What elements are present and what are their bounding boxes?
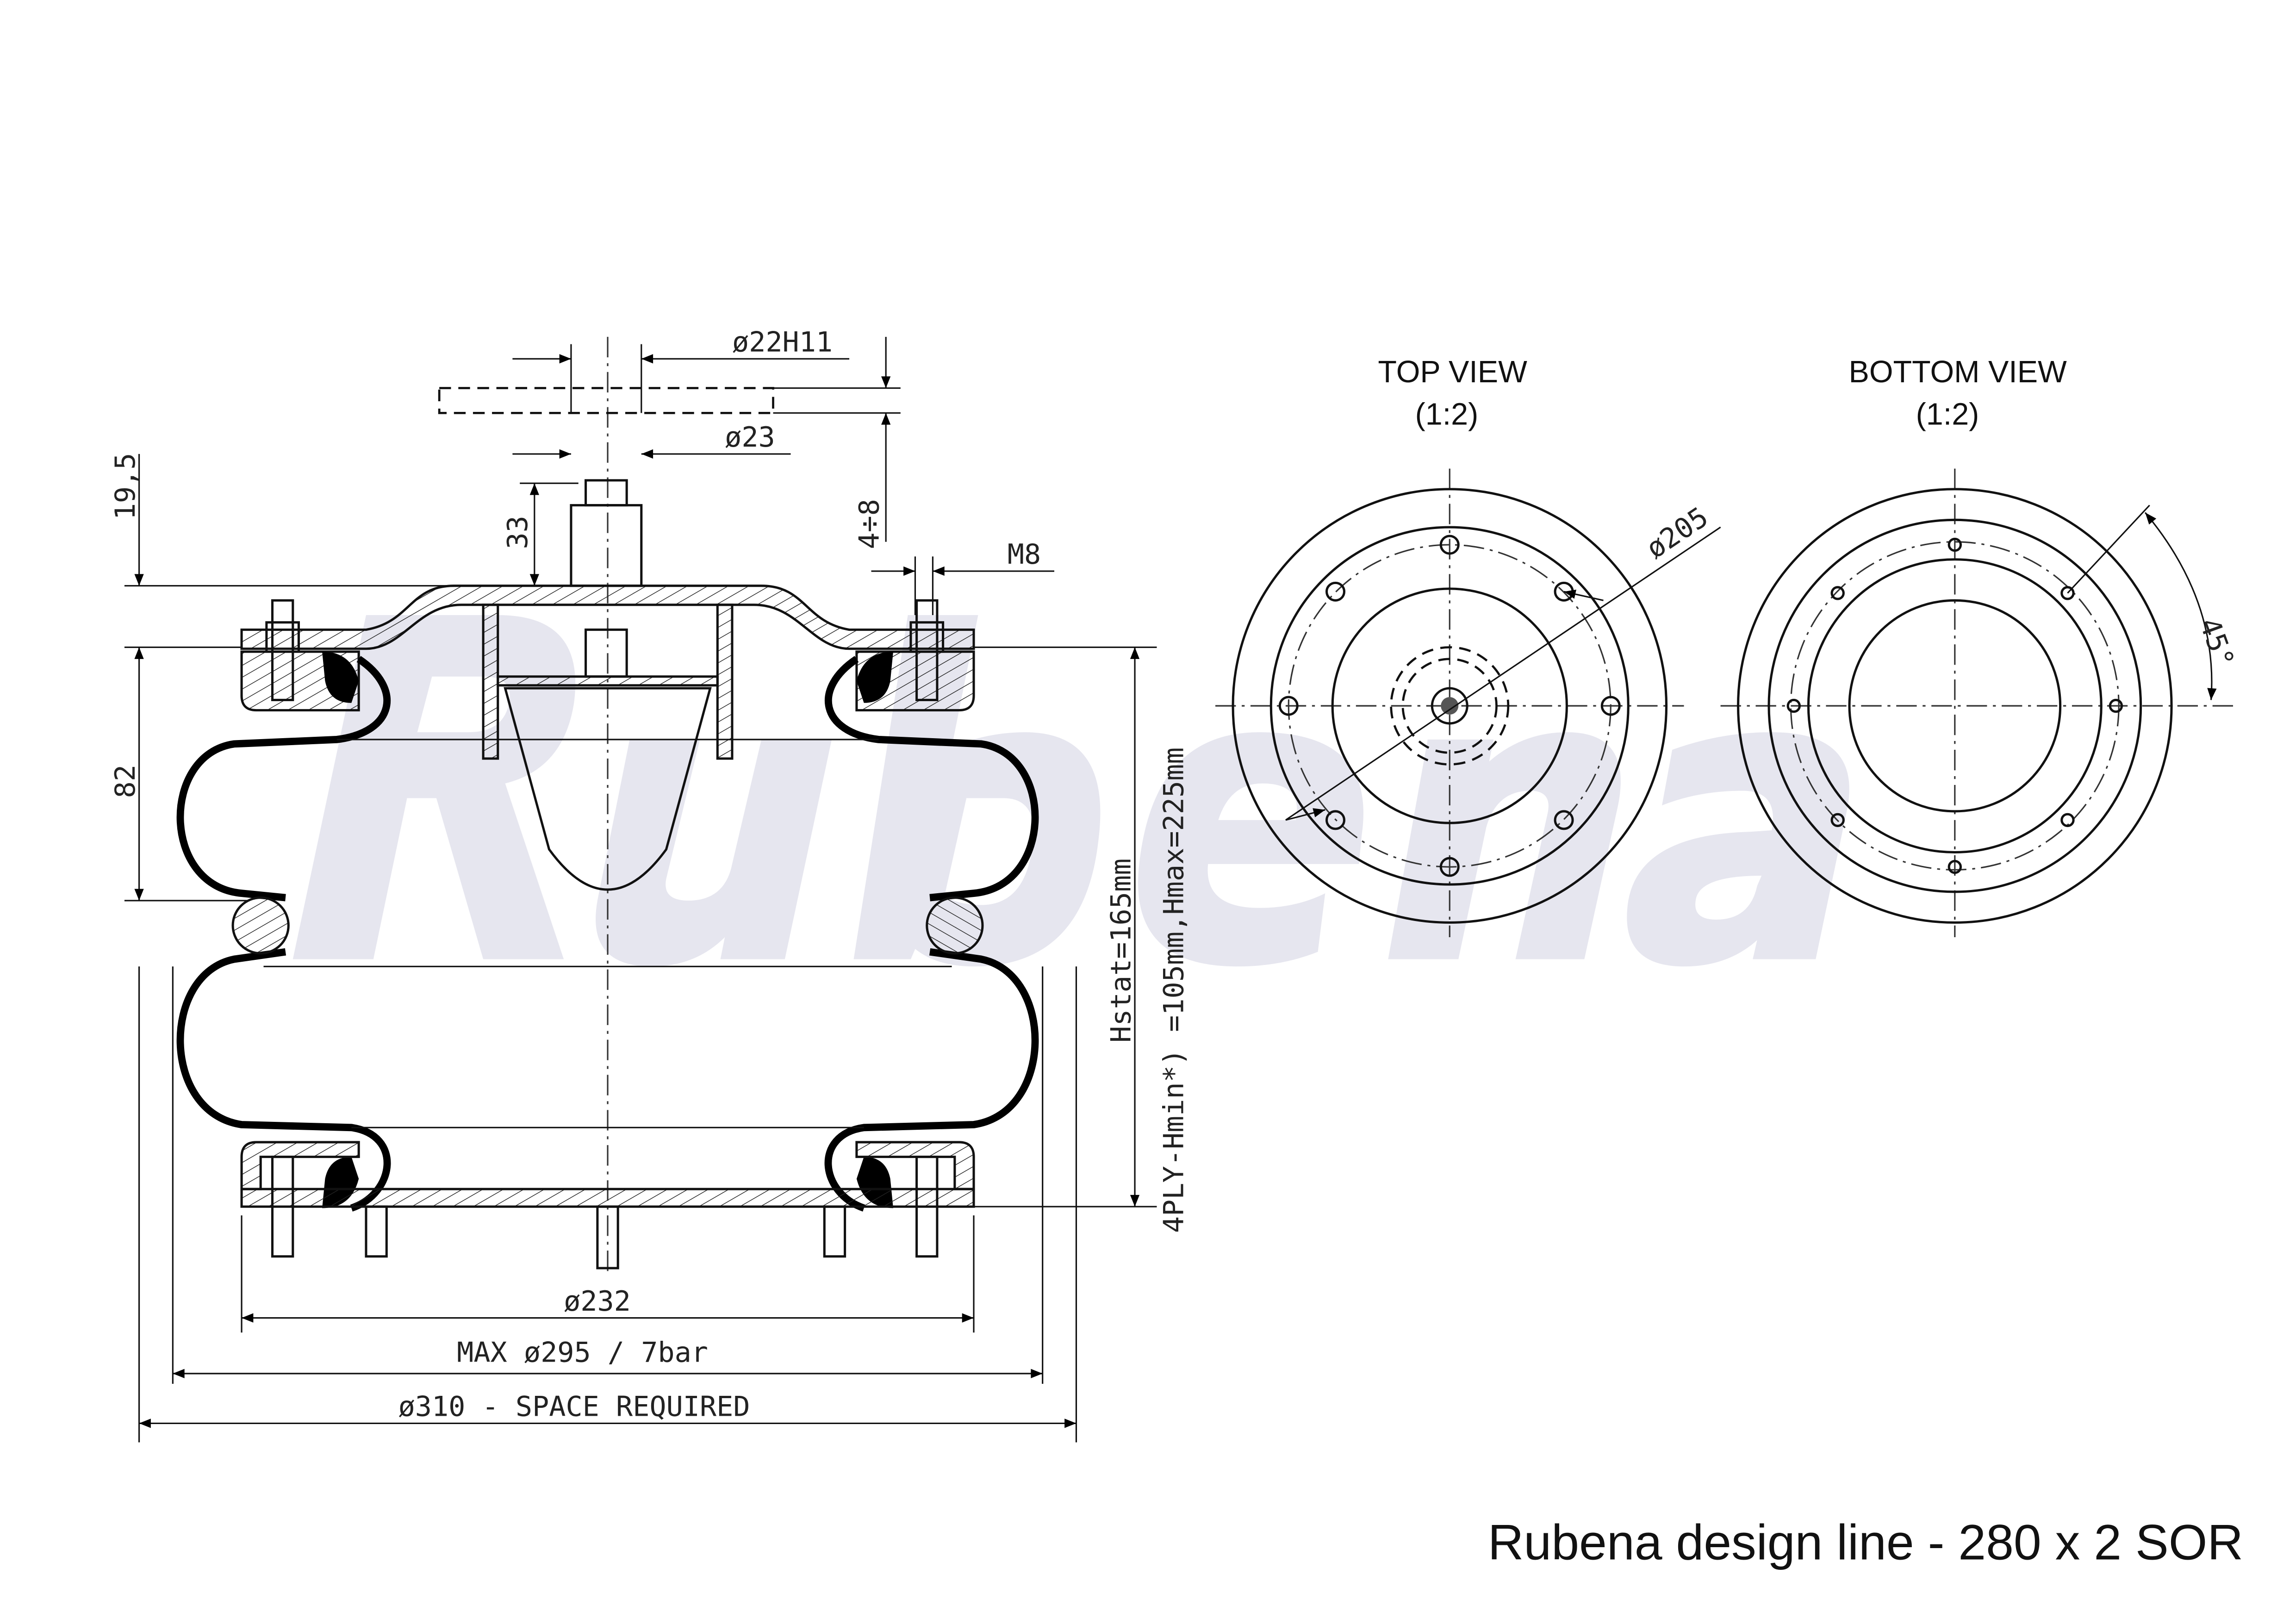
bottom-view-scale: (1:2) — [1916, 398, 1979, 432]
girdle-ring-left — [231, 896, 290, 955]
dim-d23: ø23 — [725, 421, 775, 454]
bottom-plate — [240, 1188, 975, 1208]
bottom-bolt-holes — [1786, 537, 2123, 874]
top-bolt-holes — [1278, 535, 1621, 877]
top-plate — [240, 585, 975, 650]
bottom-studs — [271, 1156, 939, 1269]
air-fitting — [570, 504, 643, 587]
fitting-nut — [585, 479, 628, 507]
dim-max295: MAX ø295 / 7bar — [457, 1337, 708, 1369]
piston-wall-right — [716, 604, 734, 760]
dim-d22h11: ø22H11 — [732, 326, 833, 358]
dim-4to8: 4÷8 — [853, 499, 885, 549]
rubena-watermark-logo — [292, 615, 1849, 967]
dim-d310: ø310 - SPACE REQUIRED — [398, 1391, 750, 1423]
dim-hmin-hmax: 4PLY-Hmin*) =105mm,Hmax=225mm — [1157, 747, 1190, 1233]
dim-82: 82 — [109, 765, 142, 798]
bottom-view-label: BOTTOM VIEW — [1849, 355, 2067, 389]
dim-m8: M8 — [1008, 538, 1041, 571]
top-view-label: TOP VIEW — [1378, 355, 1527, 389]
dimensions: ø22H11 ø23 4÷8 33 M8 19,5 82 — [109, 326, 1190, 1443]
piston-plate — [497, 675, 719, 687]
dim-angle-45: 45° — [2193, 614, 2240, 672]
top-bolt-right — [909, 599, 945, 701]
top-bolt-left — [265, 599, 300, 701]
drawing-title: Rubena design line - 280 x 2 SOR — [1488, 1515, 2243, 1570]
bellows-right — [824, 652, 1039, 1212]
mounting-plate-outline — [438, 387, 774, 414]
inner-nut — [585, 628, 628, 678]
dim-d232: ø232 — [564, 1285, 631, 1318]
dim-33: 33 — [502, 516, 534, 549]
dim-hstat: Hstat=165mm — [1105, 859, 1138, 1043]
side-view-section: ø22H11 ø23 4÷8 33 M8 19,5 82 — [109, 326, 1190, 1443]
piston-wall-left — [482, 604, 499, 760]
bottom-clamp-right — [855, 1141, 975, 1190]
dim-19-5: 19,5 — [109, 453, 142, 520]
bump-stop — [504, 687, 712, 891]
bottom-clamp-left — [240, 1141, 360, 1190]
girdle-ring-right — [926, 896, 984, 955]
top-view-scale: (1:2) — [1415, 398, 1479, 432]
